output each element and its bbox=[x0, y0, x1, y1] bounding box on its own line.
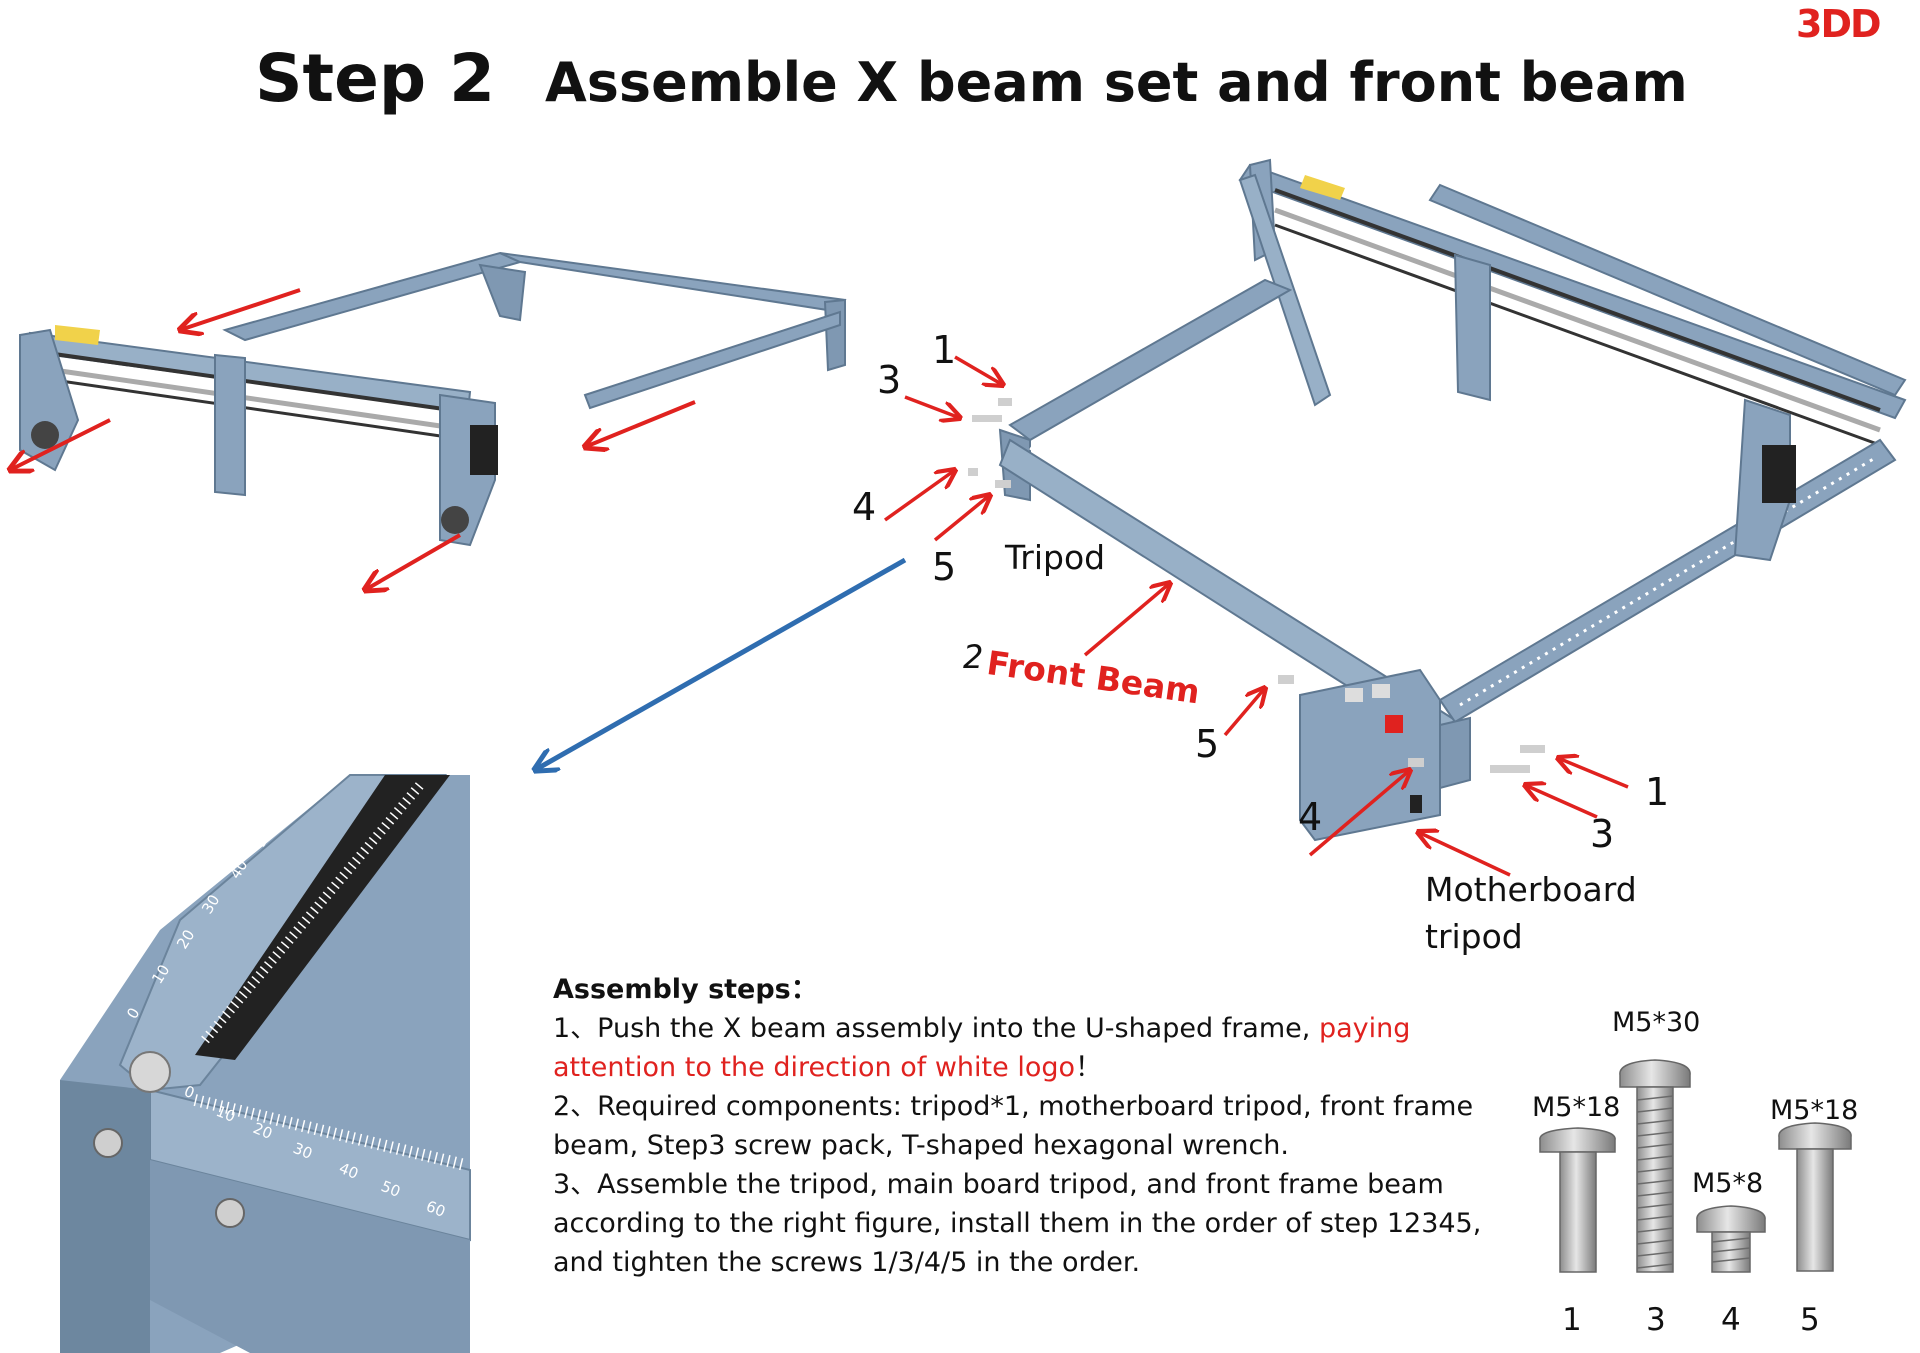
step-title: Assemble X beam set and front beam bbox=[545, 51, 1688, 114]
ruler-v-tick-60: 60 bbox=[276, 791, 301, 817]
ruler-h-tick-30: 30 bbox=[291, 1139, 315, 1163]
tripod-label: Tripod bbox=[1005, 538, 1106, 577]
screw-4-number: 4 bbox=[1721, 1302, 1741, 1338]
mb-label-line1: Motherboard bbox=[1425, 870, 1637, 909]
ruler-corner-zoom bbox=[60, 774, 471, 1353]
screw-3-size: M5*30 bbox=[1612, 1007, 1701, 1038]
screw-5-size: M5*18 bbox=[1770, 1095, 1859, 1126]
ruler-h-tick-40: 40 bbox=[337, 1159, 361, 1183]
mb-callout-5: 5 bbox=[1195, 722, 1220, 766]
assembly-steps: Assembly steps： 1、Push the X beam assemb… bbox=[553, 970, 1493, 1282]
steps-heading: Assembly steps： bbox=[553, 974, 818, 1005]
front-beam-number: 2 bbox=[963, 638, 984, 676]
tripod-callout-3: 3 bbox=[877, 358, 902, 402]
screw-1-size: M5*18 bbox=[1532, 1092, 1621, 1123]
screw-set bbox=[1539, 1059, 1852, 1273]
mb-label-line2: tripod bbox=[1425, 917, 1523, 956]
page-title: Step 2 Assemble X beam set and front beam bbox=[255, 40, 1688, 117]
step-1-warning: paying attention to the direction of whi… bbox=[553, 1013, 1411, 1083]
step-number: Step 2 bbox=[255, 40, 495, 117]
ruler-h-tick-50: 50 bbox=[379, 1177, 403, 1201]
step-1: 1、Push the X beam assembly into the U-sh… bbox=[553, 1009, 1493, 1087]
brand-logo: 3DD bbox=[1796, 2, 1882, 46]
step-2: 2、Required components: tripod*1, motherb… bbox=[553, 1091, 1474, 1161]
mb-callout-4: 4 bbox=[1298, 795, 1323, 839]
tripod-callout-5: 5 bbox=[932, 545, 957, 589]
screw-4-size: M5*8 bbox=[1692, 1168, 1764, 1199]
ruler-h-tick-10: 10 bbox=[214, 1102, 238, 1126]
tripod-callout-4: 4 bbox=[852, 485, 877, 529]
main-frame-diagram bbox=[998, 158, 1907, 842]
screw-3-number: 3 bbox=[1646, 1302, 1666, 1338]
u-frame-diagram bbox=[19, 251, 847, 547]
mb-callout-3: 3 bbox=[1590, 812, 1615, 856]
tripod-screws bbox=[968, 398, 1012, 488]
tripod-callout-1: 1 bbox=[932, 328, 957, 372]
ruler-h-tick-60: 60 bbox=[424, 1197, 448, 1221]
mb-callout-1: 1 bbox=[1645, 770, 1670, 814]
step-1-suffix: ！ bbox=[1075, 1052, 1102, 1083]
screw-5-number: 5 bbox=[1800, 1302, 1820, 1338]
ruler-v-tick-70: 70 bbox=[301, 761, 326, 787]
ruler-h-tick-20: 20 bbox=[251, 1119, 275, 1143]
step-3: 3、Assemble the tripod, main board tripod… bbox=[553, 1169, 1482, 1278]
step-1-text: 1、Push the X beam assembly into the U-sh… bbox=[553, 1013, 1319, 1044]
screw-1-number: 1 bbox=[1562, 1302, 1582, 1338]
